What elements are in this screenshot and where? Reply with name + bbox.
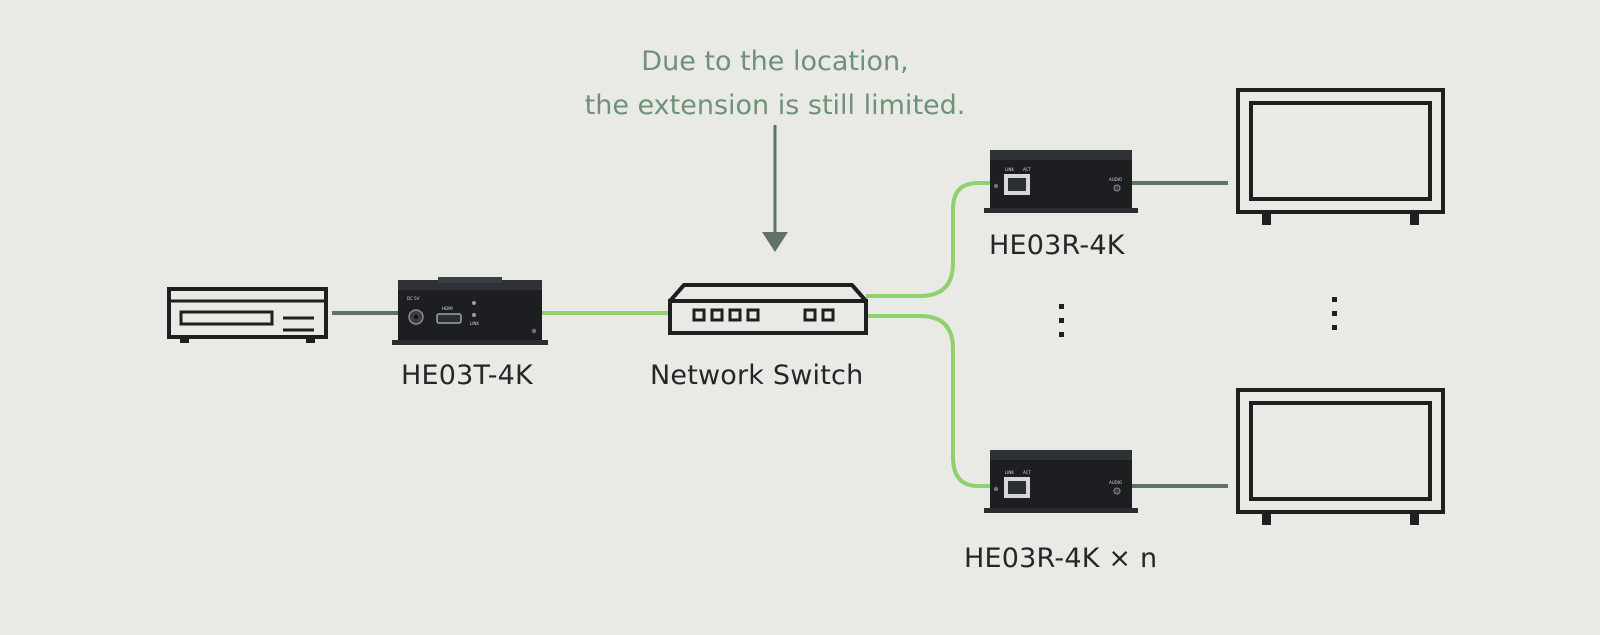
audio-port-icon bbox=[1113, 184, 1121, 192]
receiver-device-top: LINK ACT AUDIO bbox=[984, 150, 1138, 213]
receiver-bottom-act-label: ACT bbox=[1023, 470, 1031, 475]
transmitter-hdmi-label: HDMI bbox=[442, 306, 453, 311]
transmitter-link-label: LINK bbox=[470, 321, 479, 326]
receiver-top-label: HE03R-4K bbox=[989, 230, 1125, 261]
receiver-top-link-label: LINK bbox=[1005, 167, 1014, 172]
receiver-device-bottom: LINK ACT AUDIO bbox=[984, 450, 1138, 513]
annotation-arrow bbox=[762, 125, 788, 252]
network-switch-label: Network Switch bbox=[650, 360, 864, 391]
displays-ellipsis-icon bbox=[1332, 297, 1337, 330]
receiver-bottom-audio-label: AUDIO bbox=[1109, 480, 1122, 485]
source-player-icon bbox=[167, 287, 328, 343]
transmitter-device: DC 5V HDMI LINK bbox=[392, 277, 548, 345]
annotation-line-2: the extension is still limited. bbox=[584, 90, 966, 121]
annotation-line-1: Due to the location, bbox=[641, 46, 909, 77]
audio-port-icon bbox=[1113, 487, 1121, 495]
receiver-top-act-label: ACT bbox=[1023, 167, 1031, 172]
lan-cable-bottom-receiver bbox=[866, 314, 990, 488]
receiver-bottom-label: HE03R-4K × n bbox=[964, 543, 1158, 574]
receiver-bottom-link-label: LINK bbox=[1005, 470, 1014, 475]
lan-cable-top-receiver bbox=[866, 181, 990, 298]
receivers-ellipsis-icon bbox=[1059, 304, 1064, 337]
display-icon-top bbox=[1236, 88, 1445, 225]
network-switch-icon bbox=[668, 283, 868, 335]
hdmi-port-icon bbox=[436, 313, 462, 324]
receiver-top-audio-label: AUDIO bbox=[1109, 177, 1122, 182]
cables bbox=[332, 181, 1228, 488]
transmitter-dc-label: DC 5V bbox=[407, 296, 420, 301]
transmitter-label: HE03T-4K bbox=[401, 360, 533, 391]
annotation-note: Due to the location, the extension is st… bbox=[555, 40, 995, 128]
display-icon-bottom bbox=[1236, 388, 1445, 525]
